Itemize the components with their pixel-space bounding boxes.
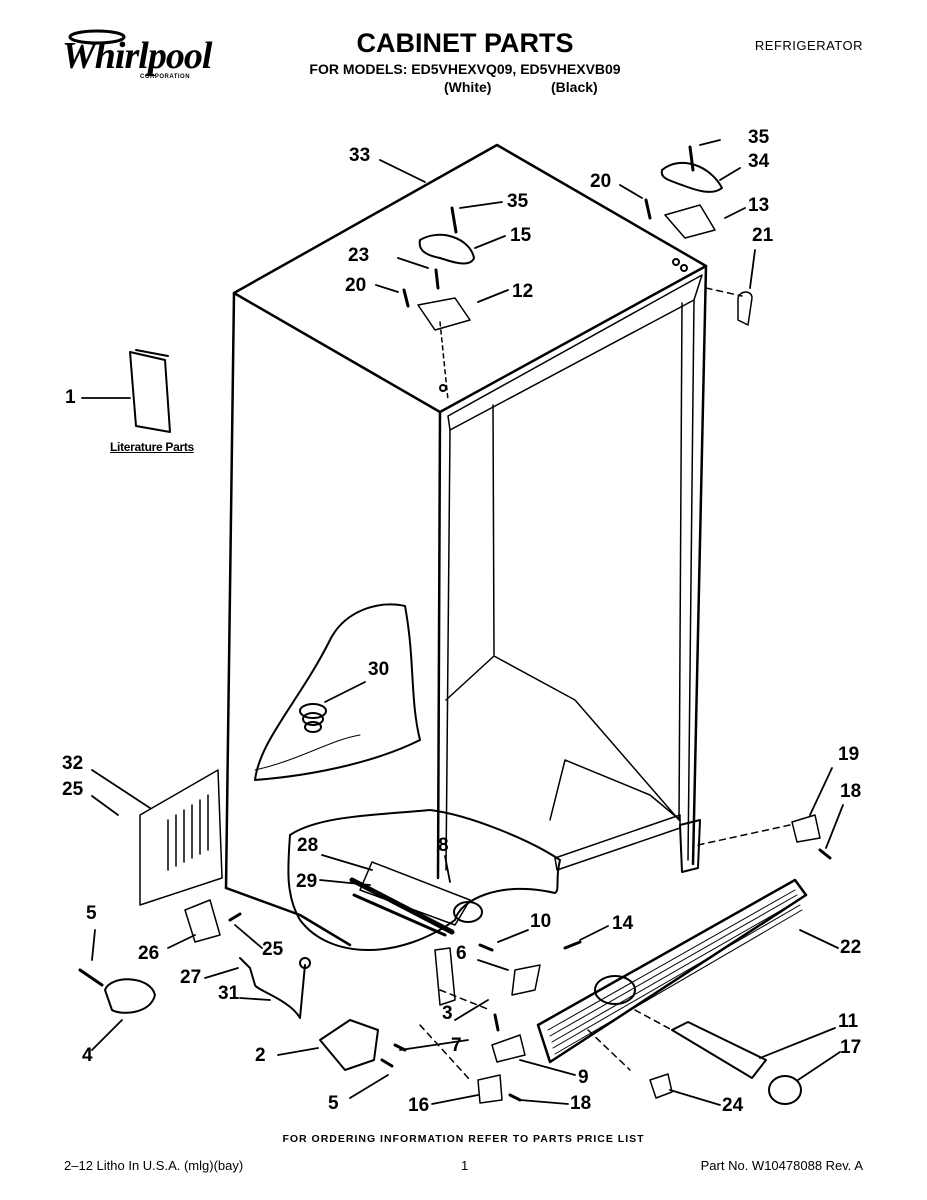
callout-21: 21 — [752, 225, 774, 246]
callout-25-left: 25 — [62, 779, 84, 800]
callout-30: 30 — [368, 659, 390, 680]
callout-28: 28 — [297, 835, 319, 856]
callout-29: 29 — [296, 871, 318, 892]
callout-11: 11 — [838, 1011, 859, 1032]
callout-20-right: 20 — [590, 171, 612, 192]
callout-5-lower: 5 — [328, 1093, 339, 1114]
page-number: 1 — [461, 1158, 469, 1173]
callout-3: 3 — [442, 1003, 453, 1024]
part-number: Part No. W10478088 Rev. A — [700, 1158, 863, 1173]
callout-25-lower: 25 — [262, 939, 284, 960]
variant-white: (White) — [444, 79, 492, 95]
callout-13: 13 — [748, 195, 770, 216]
callout-15: 15 — [510, 225, 532, 246]
callout-22: 22 — [840, 937, 862, 958]
litho-info: 2–12 Litho In U.S.A. (mlg)(bay) — [64, 1158, 244, 1173]
callout-12: 12 — [512, 281, 534, 302]
literature-parts-link[interactable]: Literature Parts — [110, 440, 194, 454]
base-grille — [536, 878, 808, 1064]
callout-5-upper: 5 — [86, 903, 97, 924]
cutaway-torn-section — [254, 603, 421, 781]
leader-arrows — [81, 139, 844, 1106]
callout-24: 24 — [722, 1095, 744, 1116]
cabinet-shell — [224, 143, 708, 947]
callout-20-left: 20 — [345, 275, 367, 296]
page-title: CABINET PARTS — [356, 28, 574, 58]
callout-23: 23 — [348, 245, 370, 266]
callout-18-lower: 18 — [570, 1093, 592, 1114]
literature-packet — [129, 349, 171, 433]
callout-26: 26 — [138, 943, 160, 964]
callout-32: 32 — [62, 753, 84, 774]
callout-7: 7 — [451, 1035, 462, 1056]
whirlpool-logo: Whirlpool CORPORATION — [62, 28, 212, 88]
rear-vent-panel — [139, 769, 223, 906]
callout-19: 19 — [838, 744, 860, 765]
callout-33: 33 — [349, 145, 371, 166]
callout-34: 34 — [748, 151, 770, 172]
category-label: REFRIGERATOR — [754, 38, 863, 53]
brand-name: Whirlpool — [62, 35, 212, 77]
variant-black: (Black) — [551, 79, 598, 95]
callout-27: 27 — [180, 967, 202, 988]
callout-14: 14 — [612, 913, 634, 934]
brand-corporation: CORPORATION — [140, 74, 191, 80]
callout-17: 17 — [840, 1037, 862, 1058]
water-filter — [587, 1009, 802, 1105]
callout-31: 31 — [218, 983, 240, 1004]
lower-cutaway — [287, 809, 561, 1006]
callout-1: 1 — [65, 387, 76, 408]
callout-6: 6 — [456, 943, 467, 964]
callout-35-left: 35 — [507, 191, 529, 212]
callout-18-upper: 18 — [840, 781, 862, 802]
top-hinge-left — [402, 206, 475, 401]
top-hinge-right — [644, 145, 753, 326]
callout-9: 9 — [578, 1067, 589, 1088]
callout-4: 4 — [82, 1045, 93, 1066]
models-line: FOR MODELS: ED5VHEXVQ09, ED5VHEXVB09 — [309, 61, 621, 77]
callout-35-right: 35 — [748, 127, 770, 148]
callout-8: 8 — [438, 835, 449, 856]
swoosh-icon — [68, 29, 126, 45]
ordering-note: FOR ORDERING INFORMATION REFER TO PARTS … — [282, 1133, 645, 1145]
bottom-parts — [78, 899, 582, 1104]
callout-10: 10 — [530, 911, 552, 932]
leveler-parts — [697, 814, 832, 860]
callout-16: 16 — [408, 1095, 430, 1116]
callout-2: 2 — [255, 1045, 266, 1066]
